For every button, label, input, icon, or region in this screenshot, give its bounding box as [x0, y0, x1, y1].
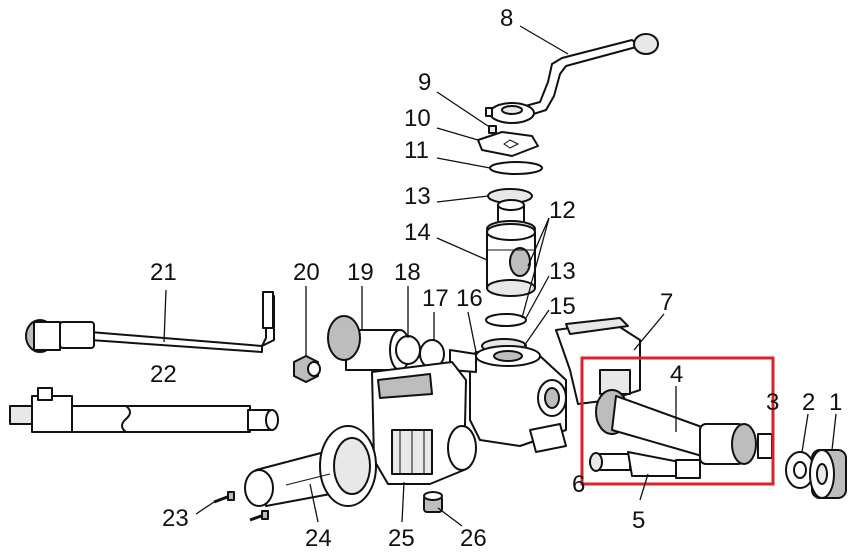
label-2: 2: [802, 389, 815, 416]
part-26-plug: [423, 491, 443, 513]
part-9-screw: [488, 125, 497, 134]
label-21: 21: [150, 259, 177, 286]
part-3-nut: [757, 433, 773, 459]
callout-labels: 8 9 10 11 13 14 12 13 15 21 20 19 18 17 …: [150, 5, 842, 552]
label-10: 10: [404, 105, 431, 132]
label-22: 22: [150, 361, 177, 388]
label-6: 6: [572, 471, 585, 498]
label-13-lower: 13: [549, 258, 576, 285]
label-7: 7: [660, 289, 673, 316]
label-8: 8: [500, 5, 513, 32]
label-25: 25: [388, 525, 415, 552]
label-19: 19: [347, 259, 374, 286]
part-11-ring: [489, 161, 543, 175]
part-19-fitting: [327, 315, 411, 371]
label-18: 18: [394, 259, 421, 286]
leader-lines: [163, 25, 837, 527]
label-16: 16: [456, 285, 483, 312]
label-17: 17: [422, 285, 449, 312]
part-7-bracket: [555, 317, 641, 405]
part-4-outlet-tube: [595, 389, 757, 465]
part-6-fitting: [589, 452, 631, 472]
part-10-stop-plate: [477, 131, 539, 157]
part-25-mount-block: [371, 361, 477, 485]
label-13-upper: 13: [404, 183, 431, 210]
label-23: 23: [162, 505, 189, 532]
part-22-tube: [9, 387, 279, 433]
label-26: 26: [460, 525, 487, 552]
part-13-oring-lower: [485, 313, 527, 327]
label-4: 4: [670, 361, 683, 388]
part-21-rod: [25, 291, 275, 353]
label-5: 5: [632, 507, 645, 534]
label-14: 14: [404, 219, 431, 246]
part-14-valve-stem: [486, 199, 536, 297]
label-12: 12: [549, 197, 576, 224]
part-1-cap: [809, 449, 847, 499]
part-24-grip: [244, 425, 377, 507]
part-16-valve-body: [449, 345, 567, 453]
label-20: 20: [293, 259, 320, 286]
part-20-nut: [293, 355, 321, 383]
label-3: 3: [766, 389, 779, 416]
part-8-handle: [485, 33, 659, 124]
part-18-oring: [395, 335, 421, 365]
label-24: 24: [305, 525, 332, 552]
highlight-box: [580, 356, 775, 486]
label-15: 15: [549, 293, 576, 320]
part-23-screws: [213, 491, 269, 522]
part-5-hose-barb: [627, 451, 701, 479]
label-1: 1: [829, 389, 842, 416]
label-11: 11: [404, 137, 429, 164]
label-9: 9: [418, 69, 431, 96]
